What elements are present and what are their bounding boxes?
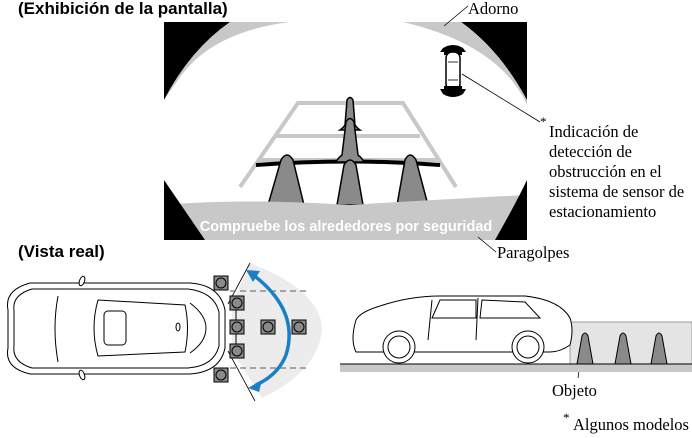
indicator-label-line-2: detección de — [549, 142, 632, 161]
side-cone-2 — [614, 332, 632, 365]
sensor-coverage-area — [232, 263, 322, 398]
top-right-corner — [461, 22, 527, 100]
top-view-car — [6, 275, 226, 381]
object-bottom — [229, 343, 245, 359]
parking-sensor-indicator — [440, 45, 466, 97]
top-left-corner — [164, 22, 230, 100]
side-cones — [576, 332, 668, 365]
object-center — [229, 319, 245, 335]
screen-display-heading: (Exhibición de la pantalla) — [18, 0, 228, 18]
indicator-label-line-1: Indicación de — [549, 122, 639, 141]
indicator-label: Indicación de detección de obstrucción e… — [549, 122, 684, 222]
indicator-label-line-3: obstrucción en el — [549, 162, 662, 181]
indicator-label-line-4: sistema de sensor de — [549, 182, 685, 201]
object-bottom-left — [213, 367, 229, 383]
side-cone-3 — [650, 332, 668, 365]
cone-far — [337, 96, 363, 131]
cone-left — [267, 154, 305, 206]
bottom-left-corner — [164, 180, 205, 240]
real-view-heading: (Vista real) — [18, 242, 105, 261]
footnote-label: Algunos modelos — [573, 415, 689, 434]
bumper-label: Paragolpes — [497, 243, 570, 262]
trim-top-left — [164, 22, 290, 100]
object-top — [229, 295, 245, 311]
object-mid — [260, 319, 276, 335]
cone-center — [336, 159, 364, 206]
side-view-car — [352, 295, 573, 364]
coverage-edge-bottom — [227, 350, 256, 402]
side-cone-1 — [576, 332, 594, 365]
sensor-objects — [213, 275, 307, 383]
object-label: Objeto — [552, 381, 597, 400]
asterisk-mark: * — [540, 114, 547, 129]
cone-right — [396, 154, 429, 206]
footnote-asterisk: * — [563, 410, 570, 425]
cone-mid — [334, 117, 366, 163]
detection-arc-arrow — [246, 270, 291, 392]
indicator-label-line-5: estacionamiento — [549, 202, 657, 221]
screen-cones — [267, 96, 429, 206]
trim-label: Adorno — [468, 0, 519, 18]
screen-safety-message: Compruebe los alrededores por seguridad — [200, 219, 493, 235]
trim-top-right — [403, 22, 527, 105]
ground — [340, 364, 692, 372]
object-top-left — [213, 275, 229, 291]
object-far — [291, 319, 307, 335]
bumper-trim — [164, 195, 527, 240]
bottom-right-corner — [495, 180, 527, 240]
